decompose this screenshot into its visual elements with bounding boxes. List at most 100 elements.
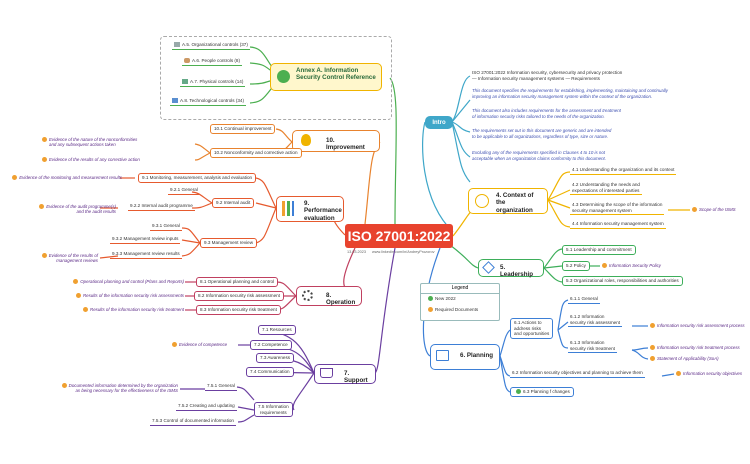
note-operational-planning-label: Operational planning and control (Plans … (80, 279, 184, 284)
note-monitoring-results: Evidence of the monitoring and measureme… (4, 175, 122, 181)
intro-note-2b: of information security risks tailored t… (472, 114, 605, 119)
legend: Legend New 2022 Required Documents (420, 283, 500, 321)
item-4-2-line-2: expectations of interested parties (572, 187, 640, 193)
item-4-1[interactable]: 4.1 Understanding the organization and i… (570, 167, 677, 175)
annex-item-a7[interactable]: A.7. Physical controls (14) (180, 79, 246, 87)
item-9-2-1[interactable]: 9.2.1 General (168, 187, 200, 195)
note-risk-treatment-process: Information security risk treatment proc… (648, 345, 740, 351)
intro-note-1a: This document specifies the requirements… (472, 88, 668, 93)
lightbulb-icon (301, 134, 311, 146)
annex-item-a5[interactable]: A.5. Organizational controls (37) (172, 42, 250, 50)
item-8-1[interactable]: 8.1 Operational planning and control (196, 277, 279, 287)
note-operational-planning: Operational planning and control (Plans … (56, 279, 184, 285)
topic-context[interactable]: 4. Context of the organization (468, 188, 548, 214)
required-doc-icon (650, 323, 655, 329)
item-9-3-1[interactable]: 9.3.1 General (150, 223, 182, 231)
required-doc-icon (42, 137, 47, 143)
required-doc-icon (602, 263, 607, 269)
note-risk-treatment-results: Results of the information security risk… (56, 307, 184, 313)
note-soa-label: Statement of Applicability (SoA) (657, 356, 719, 361)
topic-operation[interactable]: 8. Operation (296, 286, 362, 306)
date-label: 13.03.2023 (347, 250, 367, 254)
item-5-1[interactable]: 5.1 Leadership and commitment (562, 245, 636, 255)
item-4-3[interactable]: 4.3 Determining the scope of the informa… (570, 202, 665, 216)
item-7-5-2[interactable]: 7.5.2 Creating and updating (176, 403, 237, 411)
intro-title-line-2: — Information security management system… (472, 76, 600, 81)
item-10-1[interactable]: 10.1 Continual improvement (210, 124, 276, 134)
item-7-2[interactable]: 7.2 Competence (250, 340, 292, 350)
topic-improvement-label: 10. Improvement (326, 137, 365, 152)
door-icon (182, 79, 188, 85)
item-7-4[interactable]: 7.4 Communication (246, 367, 294, 377)
topic-performance-label-2: evaluation (304, 214, 335, 222)
required-doc-icon (83, 307, 89, 313)
required-doc-icon (12, 175, 18, 181)
note-monitoring-results-label: Evidence of the monitoring and measureme… (19, 175, 122, 180)
topic-leadership[interactable]: 5. Leadership (478, 259, 544, 278)
item-6-3-label: 6.3 Planning f changes (523, 389, 570, 394)
item-9-2[interactable]: 9.2 Internal audit (212, 198, 255, 208)
topic-improvement[interactable]: 10. Improvement (292, 130, 380, 152)
item-9-3-2[interactable]: 9.3.2 Management review inputs (110, 236, 181, 244)
note-documented-info: Documented information determined by the… (50, 383, 178, 394)
item-4-4[interactable]: 4.4 Information security management syst… (570, 221, 666, 229)
item-6-1-line-2: address risks (514, 325, 542, 331)
topic-planning[interactable]: 6. Planning (430, 344, 500, 370)
note-nonconformities-label-2: and any subsequent actions taken (49, 142, 116, 148)
topic-support[interactable]: 7. Support (314, 364, 376, 384)
central-topic[interactable]: ISO 27001:2022 (345, 224, 453, 248)
item-6-1-1[interactable]: 6.1.1 General (568, 296, 600, 304)
intro-title-line-1: ISO 27001:2022 Information security, cyb… (472, 70, 623, 75)
note-risk-assessment-results: Results of the information security risk… (56, 293, 184, 299)
gears-icon (302, 290, 313, 301)
item-6-1-2-line-2: security risk assessment (570, 319, 621, 325)
annex-item-a7-label: A.7. Physical controls (14) (190, 79, 244, 84)
item-4-2-line-1: 4.2 Understanding the needs and (572, 182, 640, 187)
note-risk-treatment-results-label: Results of the information security risk… (90, 307, 184, 312)
item-7-1[interactable]: 7.1 Resources (258, 325, 296, 335)
annex-item-a8-label: A.8. Technological controls (34) (180, 98, 245, 103)
item-5-3[interactable]: 5.3 Organizational roles, responsibiliti… (562, 276, 683, 286)
topic-planning-label: 6. Planning (460, 352, 494, 359)
item-6-3[interactable]: 6.3 Planning f changes (510, 387, 574, 397)
building-icon (174, 42, 180, 48)
required-doc-icon (42, 157, 47, 163)
item-9-1[interactable]: 9.1 Monitoring, measurement, analysis an… (138, 173, 257, 183)
item-8-3[interactable]: 8.3 Information security risk treatment (196, 305, 281, 315)
item-6-1[interactable]: 6.1 Actions to address risks and opportu… (510, 318, 554, 339)
item-7-5-line-1: 7.5 Information (258, 404, 289, 409)
item-8-2[interactable]: 8.2 Information security risk assessment (194, 291, 284, 301)
required-doc-icon (172, 342, 177, 348)
item-7-3[interactable]: 7.3 Awareness (256, 353, 295, 363)
intro-topic[interactable]: Intro (425, 116, 453, 129)
intro-note-1b: improving an information security manage… (472, 94, 653, 99)
item-6-2[interactable]: 6.2 Information security objectives and … (510, 370, 645, 378)
annex-item-a8[interactable]: A.8. Technological controls (34) (170, 98, 247, 106)
item-5-2[interactable]: 5.2 Policy (562, 261, 590, 271)
note-documented-info-label-1: Documented information determined by the… (68, 383, 178, 388)
item-10-2[interactable]: 10.2 Nonconformity and corrective action (210, 148, 302, 158)
required-doc-icon (41, 253, 47, 259)
author-link[interactable]: www.linkedin.com/in/AndreyProzorov (372, 250, 435, 254)
item-7-5-3[interactable]: 7.5.3 Control of documented information (150, 418, 236, 426)
note-documented-info-line-1: Documented information determined by the… (50, 383, 178, 389)
note-corrective-results-label: Evidence of the results of any correctiv… (49, 157, 140, 162)
globe-icon (475, 194, 489, 208)
item-7-5-1[interactable]: 7.5.1 General (205, 383, 237, 391)
annex-topic[interactable]: Annex A. Information Security Control Re… (270, 63, 382, 91)
note-soa: Statement of Applicability (SoA) (648, 356, 719, 362)
topic-operation-label: 8. Operation (326, 292, 356, 307)
item-9-3-3[interactable]: 9.3.3 Management review results (110, 251, 182, 259)
note-competence: Evidence of competence (170, 342, 227, 348)
annex-item-a6[interactable]: A.6. People controls (8) (182, 58, 243, 66)
item-9-2-2[interactable]: 9.2.2 Internal audit programme (128, 203, 195, 211)
topic-performance[interactable]: 9. Performance evaluation (276, 196, 344, 222)
intro-note-2a: This document also includes requirements… (472, 108, 621, 113)
note-policy-label: Information Security Policy (609, 263, 661, 268)
note-policy: Information Security Policy (600, 263, 661, 269)
item-9-3[interactable]: 9.3 Management review (200, 238, 258, 248)
